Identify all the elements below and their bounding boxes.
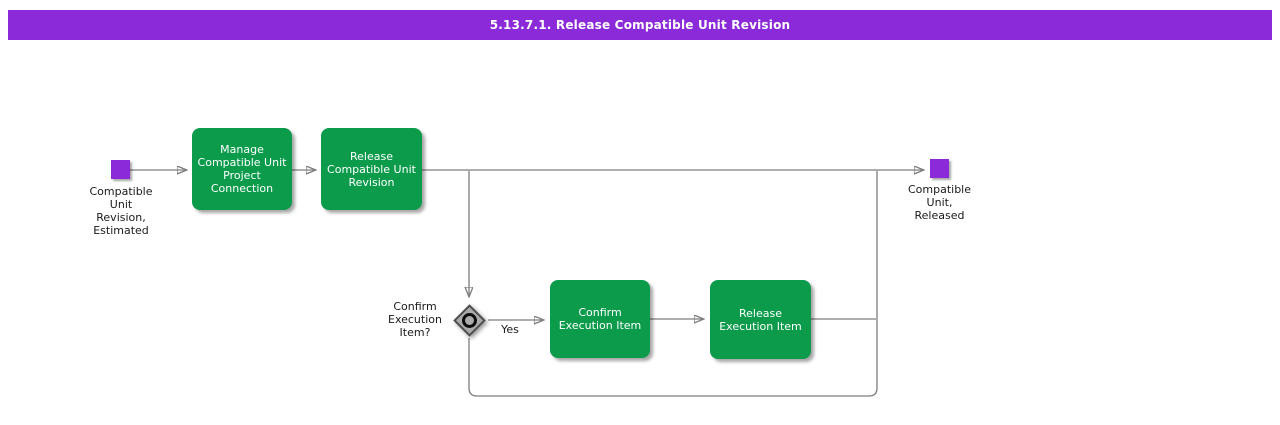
gateway-confirm-execution-item[interactable] bbox=[451, 302, 488, 339]
task-label: Release Execution Item bbox=[719, 306, 802, 333]
gateway-ring-icon bbox=[462, 313, 477, 328]
task-release-compatible-unit-revision[interactable]: Release Compatible Unit Revision bbox=[321, 128, 422, 210]
start-event[interactable] bbox=[111, 160, 130, 179]
page-title: 5.13.7.1. Release Compatible Unit Revisi… bbox=[489, 18, 791, 32]
task-manage-compatible-unit-project-connection[interactable]: Manage Compatible Unit Project Connectio… bbox=[192, 128, 292, 210]
start-event-label: Compatible Unit Revision, Estimated bbox=[89, 185, 153, 237]
task-label: Release Compatible Unit Revision bbox=[327, 149, 416, 189]
task-confirm-execution-item[interactable]: Confirm Execution Item bbox=[550, 280, 650, 358]
title-bar: 5.13.7.1. Release Compatible Unit Revisi… bbox=[8, 10, 1272, 40]
gateway-question-label: Confirm Execution Item? bbox=[388, 300, 442, 339]
task-label: Confirm Execution Item bbox=[558, 306, 642, 332]
connector-gateway-no-loop bbox=[468, 171, 878, 397]
end-event-label: Compatible Unit, Released bbox=[907, 183, 972, 222]
end-event[interactable] bbox=[930, 159, 949, 178]
gateway-yes-label: Yes bbox=[501, 323, 519, 336]
task-release-execution-item[interactable]: Release Execution Item bbox=[710, 280, 811, 359]
task-label: Manage Compatible Unit Project Connectio… bbox=[197, 143, 287, 195]
